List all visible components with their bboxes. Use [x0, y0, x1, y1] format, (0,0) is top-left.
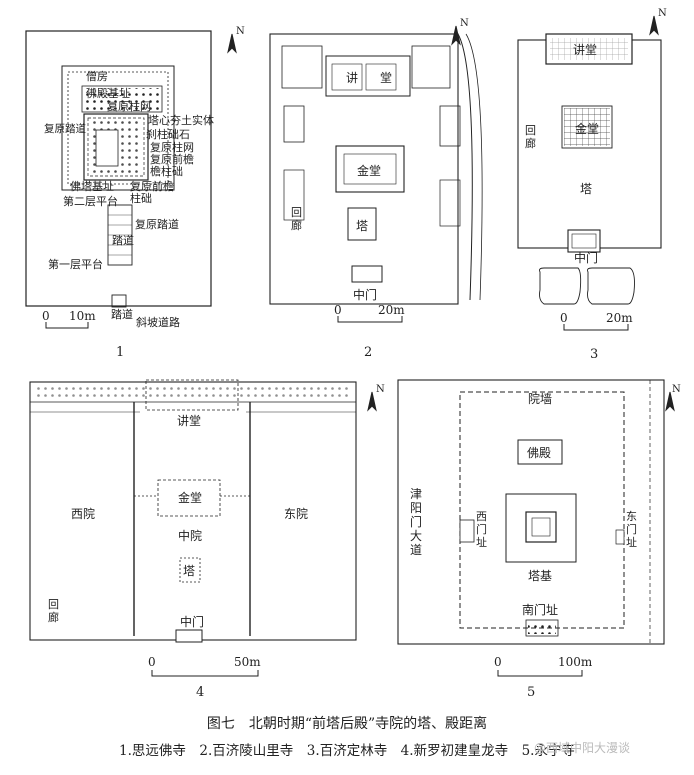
plate-number: 1 — [116, 345, 124, 360]
label: 南门址 — [522, 602, 558, 617]
plate-number: 4 — [196, 685, 204, 700]
label: 塔 — [580, 182, 592, 196]
label: 门 — [410, 514, 422, 529]
label: 堂 — [380, 71, 392, 85]
label: 津 — [410, 487, 422, 501]
label: 塔心夯土实体 — [148, 113, 214, 127]
label: 佛塔基址 — [70, 179, 114, 193]
label: 塔基 — [528, 569, 552, 583]
north-label: N — [672, 384, 681, 395]
label: 金堂 — [178, 490, 202, 505]
scale-start: 0 — [148, 655, 156, 669]
label: 址 — [626, 535, 637, 549]
label: 阳 — [410, 501, 422, 515]
scale-start: 0 — [560, 311, 568, 325]
plate-5-scale-bar — [497, 670, 583, 677]
plate-number: 5 — [527, 685, 535, 700]
north-label: N — [658, 8, 667, 19]
label: 塔 — [183, 564, 195, 578]
scale-end: 100m — [558, 655, 593, 669]
label: 复原前檐 — [130, 179, 174, 193]
north-label: N — [236, 26, 245, 37]
label: 东院 — [284, 507, 308, 521]
plate-1-scale-bar — [45, 322, 89, 329]
label: 西 — [476, 510, 487, 523]
figure-legend: 1.思远佛寺 2.百济陵山里寺 3.百济定林寺 4.新罗初建皇龙寺 5.永宁寺 — [119, 743, 575, 759]
label: 讲堂 — [573, 42, 597, 57]
plate-4-labels: 讲堂 金堂 中院 塔 西院 东院 回 廊 中门 — [48, 413, 308, 629]
label: 门 — [476, 522, 487, 536]
label: 讲 — [346, 70, 358, 85]
label: 金堂 — [575, 121, 599, 136]
label: 第二层平台 — [63, 194, 118, 208]
label: 塔 — [356, 219, 368, 233]
plate-number: 2 — [364, 345, 372, 360]
plate-5-yongningsi-temple — [397, 379, 665, 645]
plate-2-neungsanri-temple — [269, 33, 483, 305]
label: 斜坡道路 — [136, 315, 180, 329]
label: 佛殿 — [527, 446, 551, 460]
label: 檐柱础 — [150, 164, 183, 178]
label: 中院 — [178, 528, 202, 543]
label: 址 — [476, 535, 487, 549]
scale-end: 10m — [69, 309, 96, 323]
plate-4-scale-bar — [151, 670, 259, 677]
plate-number: 3 — [590, 347, 598, 362]
label: 廊 — [525, 136, 536, 150]
label: 复原前檐 — [150, 152, 194, 166]
label: 中门 — [574, 250, 598, 265]
label: 回 — [525, 124, 536, 137]
label: 回 — [291, 206, 302, 219]
figure-caption: 图七 北朝时期“前塔后殿”寺院的塔、殿距离 — [206, 716, 488, 732]
north-label: N — [376, 384, 385, 395]
label: 第一层平台 — [48, 257, 103, 271]
label: 院墙 — [528, 392, 552, 406]
label: 柱础 — [130, 191, 152, 205]
label: 西院 — [71, 507, 95, 521]
plate-2-scale-bar — [337, 316, 403, 323]
label: 中门 — [353, 287, 377, 302]
label: 门 — [626, 522, 637, 536]
north-arrow-icon — [227, 15, 675, 412]
label: 讲堂 — [177, 413, 201, 428]
plate-3-scale-bar — [563, 324, 629, 331]
scale-start: 0 — [494, 655, 502, 669]
label: 僧房 — [86, 70, 108, 83]
label: 回 — [48, 598, 59, 611]
scale-end: 50m — [234, 655, 261, 669]
scale-end: 20m — [378, 303, 405, 317]
label: 金堂 — [357, 163, 381, 178]
label: 道 — [410, 543, 422, 557]
north-label: N — [460, 18, 469, 29]
label: 刹柱础石 — [146, 127, 190, 141]
plate-2-labels: 讲 堂 金堂 塔 回 廊 中门 — [291, 70, 392, 302]
plate-3-jeongnimsa-temple — [517, 33, 662, 305]
label: 廊 — [48, 610, 59, 624]
label: 廊 — [291, 218, 302, 232]
plate-1-siyuan-temple — [25, 30, 212, 308]
scale-start: 0 — [334, 303, 342, 317]
scale-end: 20m — [606, 311, 633, 325]
plate-1-labels: 僧房 佛殿基址 复原柱网 塔心夯土实体 刹柱础石 复原柱网 复原踏道 复原前檐 … — [44, 70, 214, 329]
label: 中门 — [180, 614, 204, 629]
plate-4-hwangnyongsa-temple — [29, 379, 357, 643]
label: 佛殿基址 — [86, 86, 130, 100]
label: 复原柱网 — [107, 99, 151, 113]
plate-3-labels: 讲堂 金堂 回 廊 塔 中门 — [525, 42, 599, 265]
label: 复原踏道 — [44, 122, 86, 135]
scale-start: 0 — [42, 309, 50, 323]
label: 东 — [626, 510, 637, 523]
plate-5-labels: 院墙 佛殿 津 阳 门 大 道 西 门 址 东 门 址 塔基 南门址 — [410, 392, 637, 617]
label: 踏道 — [112, 233, 134, 247]
label: 踏道 — [111, 307, 133, 321]
label: 复原柱网 — [150, 140, 194, 154]
label: 大 — [410, 529, 422, 543]
watermark: @西域中阳大漫谈 — [534, 741, 631, 755]
label: 复原踏道 — [135, 217, 179, 231]
